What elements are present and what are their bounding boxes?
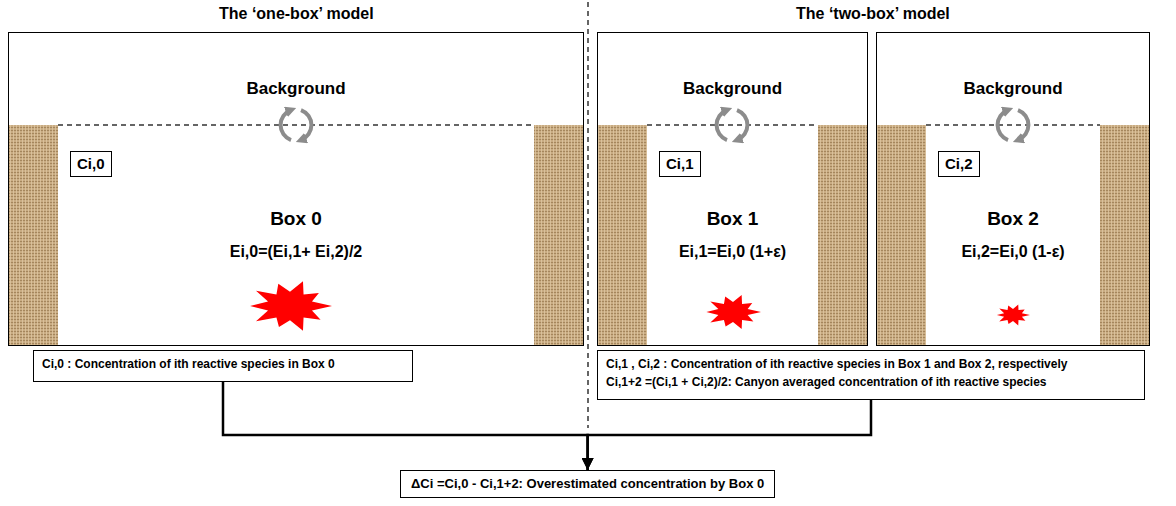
box-text: Background <box>929 79 1097 99</box>
separator-dashed-line <box>587 2 589 428</box>
result-box: ΔCi =Ci,0 - Ci,1+2: Overestimated concen… <box>400 470 775 498</box>
section-title: The ‘one-box’ model <box>219 4 374 23</box>
box-text: Background <box>650 79 815 99</box>
title-holder: The ‘one-box’ model <box>219 4 374 23</box>
exchange-arrow <box>737 110 747 140</box>
building-walls <box>9 125 1149 345</box>
exchange-arrow <box>998 110 1008 140</box>
exchange-arrows <box>281 110 1029 140</box>
roof-dashed-line <box>58 124 534 125</box>
concentration-label: Ci,2 <box>945 155 973 173</box>
definition-text: Ci,1 , Ci,2 : Concentration of ith react… <box>606 357 1136 373</box>
definition-box: Ci,0 : Concentration of ith reactive spe… <box>33 350 413 382</box>
exchange-arrow <box>1018 110 1028 140</box>
definition-text: Ci,0 : Concentration of ith reactive spe… <box>42 357 404 373</box>
building-wall <box>534 125 583 345</box>
concentration-label: Ci,0 <box>77 155 105 173</box>
building-wall <box>1100 125 1149 345</box>
building-wall <box>877 125 926 345</box>
merge-connector <box>223 382 588 470</box>
building-wall <box>598 125 647 345</box>
box-text: Box 0 <box>61 208 531 231</box>
box-text: Ei,1=Ei,0 (1+ε) <box>650 242 815 261</box>
merge-connector <box>588 400 871 470</box>
exchange-arrow <box>281 110 291 140</box>
canyon-box: BackgroundBox 2 Ei,2=Ei,0 (1-ε) Ci,2 <box>876 32 1150 346</box>
roof-dashed-line <box>926 124 1100 125</box>
exchange-arrow <box>301 110 311 140</box>
concentration-label: Ci,1 <box>666 155 694 173</box>
box-text: Box 1 <box>650 208 815 231</box>
section-title: The ‘two-box’ model <box>796 4 950 23</box>
canyon-box: BackgroundBox 1 Ei,1=Ei,0 (1+ε) Ci,1 <box>597 32 868 346</box>
definition-box: Ci,1 , Ci,2 : Concentration of ith react… <box>597 350 1145 400</box>
canyon-box: BackgroundBox 0 Ei,0=(Ei,1+ Ei,2)/2 Ci,0 <box>8 32 584 346</box>
roof-dashed-line <box>647 124 818 125</box>
roof-lines <box>58 124 1100 125</box>
box-text: Ei,2=Ei,0 (1-ε) <box>929 242 1097 261</box>
definition-text: Ci,1+2 =(Ci,1 + Ci,2)/2: Canyon averaged… <box>606 375 1136 391</box>
emission-star <box>997 305 1030 326</box>
emission-star <box>250 281 332 330</box>
concentration-box: Ci,1 <box>659 151 701 177</box>
box-text: Ei,0=(Ei,1+ Ei,2)/2 <box>61 242 531 261</box>
title-holder: The ‘two-box’ model <box>796 4 950 23</box>
building-wall <box>9 125 58 345</box>
result-text: ΔCi =Ci,0 - Ci,1+2: Overestimated concen… <box>411 476 764 492</box>
exchange-arrow <box>717 110 727 140</box>
box-text: Box 2 <box>929 208 1097 231</box>
building-wall <box>818 125 867 345</box>
concentration-box: Ci,0 <box>70 151 112 177</box>
emission-star <box>706 295 761 329</box>
box-text: Background <box>61 79 531 99</box>
concentration-box: Ci,2 <box>938 151 980 177</box>
